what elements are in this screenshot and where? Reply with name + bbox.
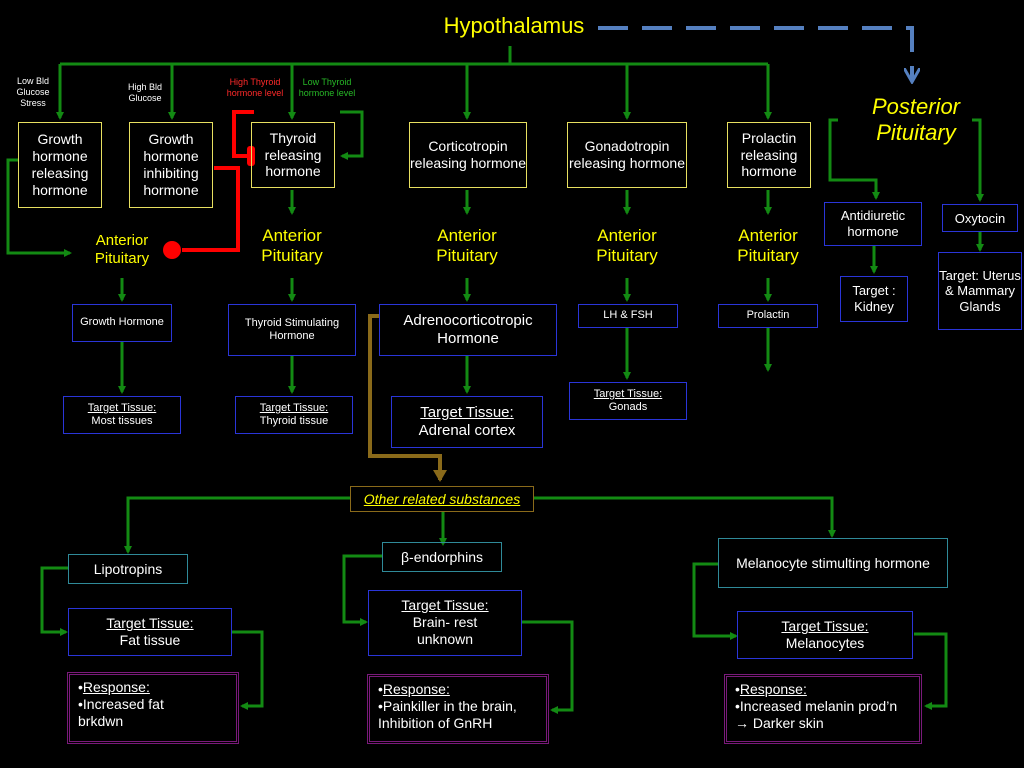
crh-box: Corticotropin releasing hormone [409,122,527,188]
target-uterus-box: Target: Uterus & Mammary Glands [938,252,1022,330]
prh-box: Prolactin releasing hormone [727,122,811,188]
tsh-label: Thyroid Stimulating Hormone [244,316,340,342]
lh-fsh-label: LH & FSH [603,309,653,322]
target-tsh-value: Thyroid tissue [259,415,329,427]
anterior-pituitary-gh: Anterior Pituitary [94,232,150,267]
msh-box: Melanocyte stimulting hormone [718,538,948,588]
hypothalamus-title: Hypothalamus [443,13,585,38]
target-gonads-box: Target Tissue: Gonads [569,382,687,420]
response-brain-label: Response: [382,681,450,697]
target-brain-value: Brain- rest unknown [412,613,478,647]
target-kidney-label: Target : [852,283,896,299]
ghih-box: Growth hormone inhibiting hormone [129,122,213,208]
lipotropins-box: Lipotropins [68,554,188,584]
target-fat-label: Target Tissue: [106,615,194,632]
oxytocin-label: Oxytocin [954,211,1006,226]
trh-box: Thyroid releasing hormone [251,122,335,188]
anterior-pituitary-prolactin: Anterior Pituitary [737,226,799,266]
oxytocin-box: Oxytocin [942,204,1018,232]
prolactin-box: Prolactin [718,304,818,328]
ghih-label: Growth hormone inhibiting hormone [143,131,199,198]
target-gh-box: Target Tissue: Most tissues [63,396,181,434]
endorphins-label: β-endorphins [401,548,483,565]
acth-label: Adrenocorticotropic Hormone [403,312,533,347]
trh-label: Thyroid releasing hormone [264,129,322,180]
gnrh-box: Gonadotropin releasing hormone [567,122,687,188]
target-acth-box: Target Tissue: Adrenal cortex [391,396,543,448]
anterior-pituitary-acth: Anterior Pituitary [436,226,498,266]
prolactin-label: Prolactin [746,309,790,322]
target-melanocytes-value: Melanocytes [785,635,865,651]
low-thyroid-condition: Low Thyroid hormone level [298,77,356,98]
posterior-pituitary-title: Posterior Pituitary [871,94,961,146]
crh-label: Corticotropin releasing hormone [410,138,526,171]
response-melanin-box: •Response: •Increased melanin prod’n → D… [724,674,922,744]
response-melanin-value: Increased melanin prod’n → Darker skin [735,697,898,731]
ghrh-box: Growth hormone releasing hormone [18,122,102,208]
anterior-pituitary-tsh: Anterior Pituitary [261,226,323,266]
adh-box: Antidiuretic hormone [824,202,922,246]
target-fat-value: Fat tissue [119,632,181,648]
growth-hormone-box: Growth Hormone [72,304,172,342]
target-kidney-value: Kidney [854,299,894,314]
target-gh-label: Target Tissue: [87,401,157,414]
growth-hormone-label: Growth Hormone [80,316,164,329]
target-melanocytes-box: Target Tissue: Melanocytes [737,611,913,659]
target-fat-box: Target Tissue: Fat tissue [68,608,232,656]
target-tsh-box: Target Tissue: Thyroid tissue [235,396,353,434]
target-tsh-label: Target Tissue: [259,401,329,414]
response-fat-value: Increased fat brkdwn [78,695,164,729]
target-acth-label: Target Tissue: [420,404,514,421]
target-gh-value: Most tissues [91,415,153,427]
low-glucose-condition: Low Bld Glucose Stress [16,76,50,108]
high-glucose-condition: High Bld Glucose [127,82,163,103]
response-fat-box: •Response: •Increased fat brkdwn [67,672,239,744]
other-related-box: Other related substances [350,486,534,512]
response-brain-box: •Response: •Painkiller in the brain, Inh… [367,674,549,744]
target-brain-label: Target Tissue: [401,597,489,613]
msh-label: Melanocyte stimulting hormone [736,554,930,571]
anterior-pituitary-lhfsh: Anterior Pituitary [596,226,658,266]
lipotropins-label: Lipotropins [93,560,163,577]
adh-label: Antidiuretic hormone [840,208,906,239]
target-melanocytes-label: Target Tissue: [781,618,869,635]
response-melanin-label: Response: [739,681,807,697]
tsh-box: Thyroid Stimulating Hormone [228,304,356,356]
endorphins-box: β-endorphins [382,542,502,572]
other-related-label: Other related substances [363,490,521,507]
target-kidney-box: Target : Kidney [840,276,908,322]
gnrh-label: Gonadotropin releasing hormone [569,138,685,171]
target-uterus-value: Target: Uterus & Mammary Glands [939,267,1021,314]
prh-label: Prolactin releasing hormone [740,129,798,180]
target-gonads-label: Target Tissue: [593,387,663,400]
target-gonads-value: Gonads [608,401,648,413]
response-fat-label: Response: [82,679,150,695]
lh-fsh-box: LH & FSH [578,304,678,328]
response-brain-value: Painkiller in the brain, Inhibition of G… [378,697,517,731]
ghrh-label: Growth hormone releasing hormone [31,131,89,198]
acth-box: Adrenocorticotropic Hormone [379,304,557,356]
target-brain-box: Target Tissue: Brain- rest unknown [368,590,522,656]
target-acth-value: Adrenal cortex [418,422,516,439]
high-thyroid-condition: High Thyroid hormone level [226,77,284,98]
